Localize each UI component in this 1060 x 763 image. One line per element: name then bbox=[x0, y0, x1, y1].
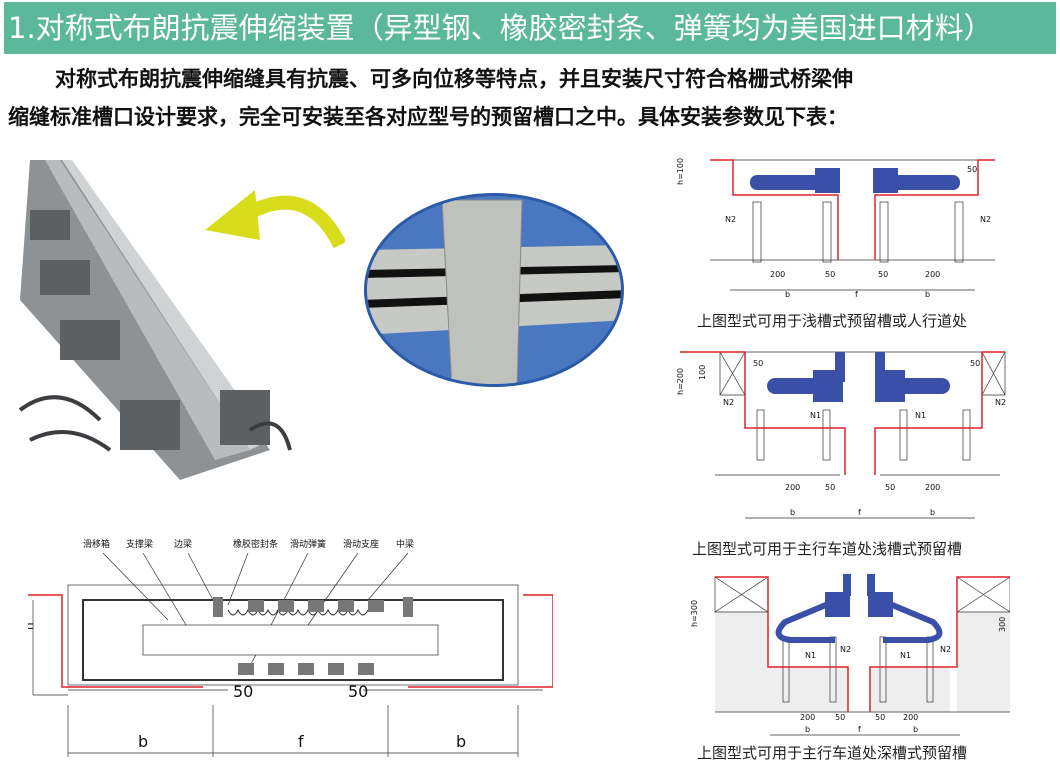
label-rubber-seal: 橡胶密封条 bbox=[233, 538, 278, 550]
dim-50-left: 50 bbox=[835, 713, 845, 722]
section-title: 1.对称式布朗抗震伸缩装置（异型钢、橡胶密封条、弹簧均为美国进口材料） bbox=[4, 2, 1056, 54]
dim-100: 100 bbox=[698, 365, 707, 380]
dim-top-left: 50 bbox=[753, 359, 763, 368]
label-edge-beam: 边梁 bbox=[174, 538, 192, 550]
label-n1-right: N1 bbox=[900, 651, 911, 660]
label-n2-left: N2 bbox=[723, 398, 734, 407]
dim-f: f bbox=[858, 725, 861, 734]
label-n1-left: N1 bbox=[805, 651, 816, 660]
intro-line-1: 对称式布朗抗震伸缩缝具有抗震、可多向位移等特点，并且安装尺寸符合格栅式桥梁伸 bbox=[55, 67, 853, 91]
dim-h: h=100 bbox=[676, 158, 685, 185]
detail-photo bbox=[364, 193, 624, 387]
dim-50-left: 50 bbox=[233, 682, 253, 701]
intro-line-2: 缩缝标准槽口设计要求，完全可安装至各对应型号的预留槽口之中。具体安装参数见下表： bbox=[8, 105, 848, 129]
dim-b-right: b bbox=[925, 290, 930, 299]
label-sliding-spring: 滑动弹簧 bbox=[290, 538, 326, 550]
dim-50-right: 50 bbox=[885, 483, 895, 492]
label-n2-right: N2 bbox=[980, 215, 991, 224]
dim-f: f bbox=[858, 508, 861, 517]
dim-b-left: b bbox=[805, 725, 810, 734]
label-sliding-bearing: 滑动支座 bbox=[343, 538, 379, 550]
dim-200-right: 200 bbox=[903, 713, 918, 722]
diagram-shallow-main-road: h=200 100 50 50 N2 N1 N1 N2 200 50 50 20… bbox=[676, 351, 1006, 519]
dim-300: 300 bbox=[998, 617, 1007, 632]
dim-f: f bbox=[298, 732, 304, 751]
dim-200-left: 200 bbox=[800, 713, 815, 722]
dim-b-left: b bbox=[790, 508, 795, 517]
dim-50-right: 50 bbox=[875, 713, 885, 722]
diagram-deep-main-road: h=300 300 N1 N2 N1 N2 200 50 50 200 b f … bbox=[690, 574, 1010, 736]
dim-200-left: 200 bbox=[785, 483, 800, 492]
dim-b-left: b bbox=[785, 290, 790, 299]
dim-b-left: b bbox=[138, 732, 148, 751]
dim-h: h bbox=[28, 622, 36, 630]
label-sliding-box: 滑移箱 bbox=[83, 538, 110, 550]
dim-50-left: 50 bbox=[825, 483, 835, 492]
dim-b-right: b bbox=[930, 508, 935, 517]
diagram-3-caption: 上图型式可用于主行车道处深槽式预留槽 bbox=[697, 744, 968, 762]
dim-50-left: 50 bbox=[825, 270, 835, 279]
label-n2-left: N2 bbox=[725, 215, 736, 224]
dim-top: 50 bbox=[967, 165, 977, 174]
label-center-beam: 中梁 bbox=[396, 538, 414, 550]
intro-paragraph: 对称式布朗抗震伸缩缝具有抗震、可多向位移等特点，并且安装尺寸符合格栅式桥梁伸 缩… bbox=[0, 60, 1060, 136]
dim-b-right: b bbox=[913, 725, 918, 734]
label-n2-right: N2 bbox=[995, 398, 1006, 407]
diagram-shallow-sidewalk: h=100 50 N2 N2 200 50 50 200 b f b bbox=[676, 158, 995, 299]
label-n2-right: N2 bbox=[940, 645, 951, 654]
dim-top-right: 50 bbox=[970, 359, 980, 368]
dim-200-right: 200 bbox=[925, 270, 940, 279]
label-n2-left: N2 bbox=[840, 645, 851, 654]
dim-50-right: 50 bbox=[348, 682, 368, 701]
dim-h: h=200 bbox=[676, 368, 685, 395]
part-labels: 滑移箱 支撑梁 边梁 橡胶密封条 滑动弹簧 滑动支座 中梁 bbox=[83, 538, 414, 550]
diagram-2-caption: 上图型式可用于主行车道处浅槽式预留槽 bbox=[692, 540, 963, 558]
dim-200-right: 200 bbox=[925, 483, 940, 492]
label-n1-left: N1 bbox=[810, 411, 821, 420]
dim-h: h=300 bbox=[690, 600, 699, 627]
dim-50-right: 50 bbox=[878, 270, 888, 279]
label-support-beam: 支撑梁 bbox=[126, 538, 153, 550]
dim-200-left: 200 bbox=[770, 270, 785, 279]
dim-f: f bbox=[855, 290, 858, 299]
product-photo bbox=[18, 160, 292, 480]
section-drawing: 滑移箱 支撑梁 边梁 橡胶密封条 滑动弹簧 滑动支座 中梁 h 50 50 b … bbox=[28, 538, 553, 757]
label-n1-right: N1 bbox=[915, 411, 926, 420]
dim-b-right: b bbox=[456, 732, 466, 751]
curved-arrow-icon bbox=[205, 190, 345, 249]
diagram-1-caption: 上图型式可用于浅槽式预留槽或人行道处 bbox=[697, 312, 968, 330]
